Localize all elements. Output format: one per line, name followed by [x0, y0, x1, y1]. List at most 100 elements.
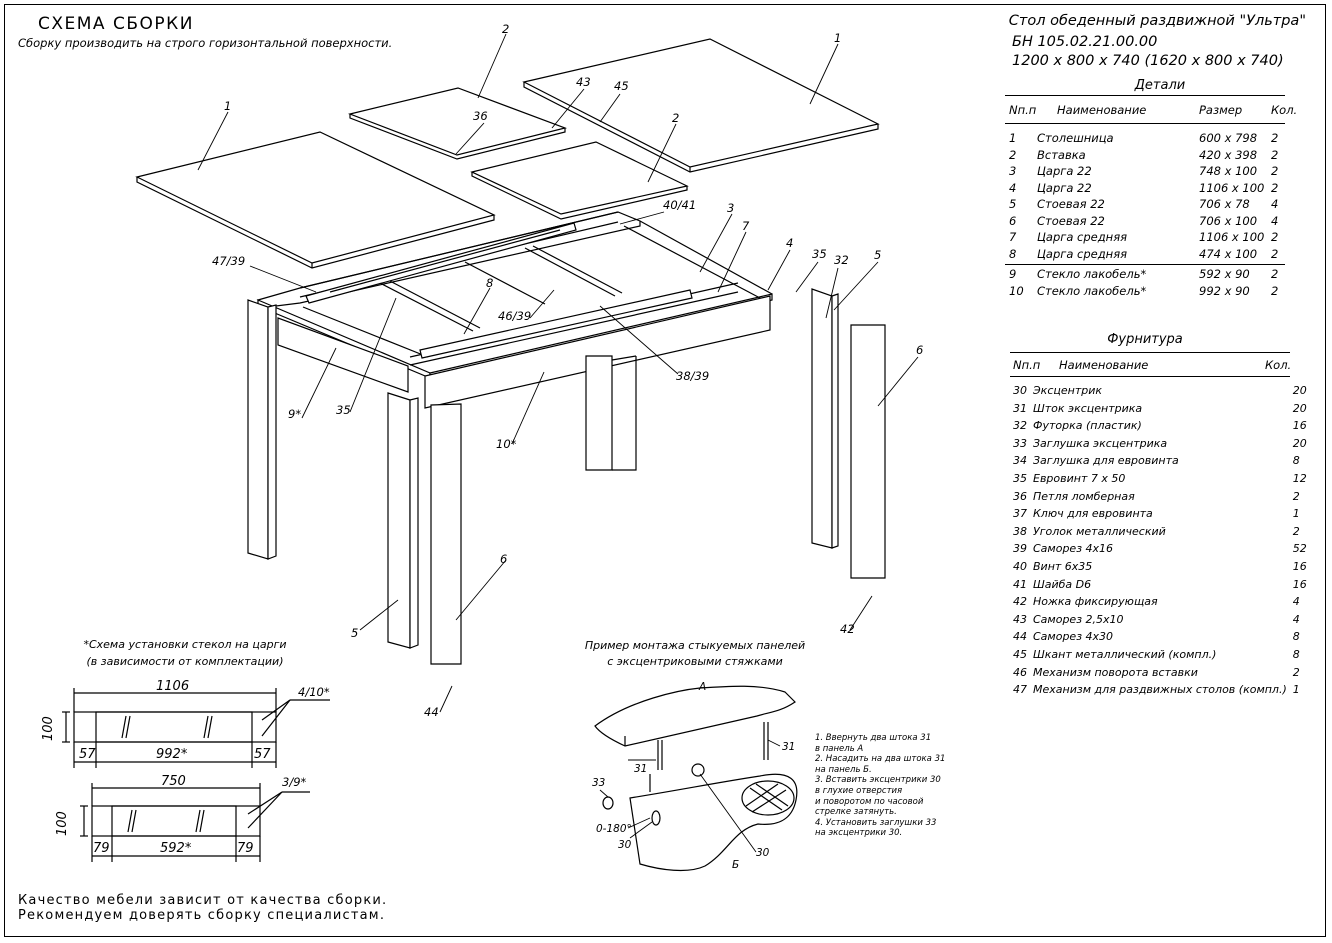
parts-row-cell: Вставка: [1037, 147, 1086, 162]
leg-back-right: [585, 355, 637, 471]
parts-row-cell: 1106 х 100: [1199, 230, 1265, 244]
callout-35-right: 35: [812, 247, 827, 261]
parts-row-cell: Царга средняя: [1037, 246, 1128, 261]
glass-row-cell: Стекло лакобель*: [1037, 267, 1147, 281]
scheme-subtitle: Сборку производить на строго горизонталь…: [18, 36, 393, 50]
callout-45: 45: [614, 79, 629, 93]
panel-b-label: Б: [732, 859, 739, 871]
hardware-row-cell: Механизм поворота вставки: [1033, 665, 1198, 679]
hardware-row-cell: 2: [1292, 665, 1300, 679]
parts-row-cell: 2: [1271, 180, 1279, 195]
hardware-rule-header: [1010, 376, 1290, 377]
callout-2-lower: 2: [672, 111, 679, 125]
parts-col-qty: Кол.: [1271, 103, 1298, 117]
parts-rule-header: [1005, 123, 1285, 124]
callout-40-41: 40/41: [663, 198, 696, 212]
hardware-row-cell: Эксцентрик: [1033, 384, 1103, 397]
parts-row-cell: Столешница: [1037, 131, 1114, 145]
hardware-row-cell: 32: [1013, 419, 1027, 433]
leg-front-5: [387, 392, 419, 649]
glass-scheme-title-2: (в зависимости от комплектации): [86, 655, 284, 668]
callout-47-39: 47/39: [212, 254, 245, 268]
parts-row-cell: Стоевая 22: [1037, 213, 1105, 228]
hardware-row-cell: 40: [1013, 559, 1027, 573]
parts-row-cell: 474 х 100: [1199, 246, 1258, 261]
parts-row-cell: Царга 22: [1037, 180, 1092, 195]
callout-4: 4: [786, 236, 793, 250]
hardware-row-cell: Саморез 4х30: [1033, 630, 1114, 644]
parts-col-name: Наименование: [1057, 103, 1147, 117]
parts-col-num: Nп.п: [1009, 103, 1037, 117]
hardware-row-cell: Винт 6х35: [1033, 559, 1093, 573]
hardware-row-cell: 52: [1292, 542, 1307, 556]
callout-6-right: 6: [916, 343, 923, 357]
hardware-row-cell: 1: [1292, 683, 1300, 697]
hardware-row-cell: Петля ломберная: [1033, 489, 1135, 503]
hardware-row-cell: Саморез 4х16: [1033, 542, 1114, 556]
leg-right-5: [811, 288, 839, 549]
dim-top-right: 57: [254, 747, 271, 762]
dim-bottom-middle: 592*: [160, 841, 192, 856]
dim-top-left: 57: [79, 747, 96, 762]
hardware-header: Nп.п Наименование Кол.: [1010, 357, 1294, 374]
callout-2-upper: 2: [502, 22, 509, 36]
leg-front-6: [430, 403, 462, 665]
callout-42: 42: [840, 622, 855, 636]
hardware-row-cell: Уголок металлический: [1033, 524, 1166, 538]
glass-panel-bottom: [80, 783, 310, 862]
hardware-row-cell: Ножка фиксирующая: [1033, 595, 1158, 609]
dim-bottom-right: 79: [237, 841, 254, 856]
callout-5-right: 5: [874, 248, 881, 262]
parts-row-cell: 1106 х 100: [1199, 180, 1265, 195]
callout-46-39: 46/39: [498, 309, 531, 323]
dim-top-overall: 1106: [156, 679, 189, 694]
hardware-row-cell: Шкант металлический (компл.): [1033, 647, 1217, 661]
parts-row-cell: 6: [1009, 213, 1017, 228]
callout-35-left: 35: [336, 403, 351, 417]
parts-title: Детали: [1134, 78, 1186, 93]
parts-row-cell: 706 х 78: [1199, 197, 1250, 211]
callout-1-left: 1: [224, 99, 231, 113]
footer-line-2: Рекомендуем доверять сборку специалистам…: [18, 908, 386, 923]
hardware-row-cell: 45: [1013, 647, 1027, 661]
product-name: Стол обеденный раздвижной "Ультра": [1008, 13, 1306, 29]
callout-5-front: 5: [351, 626, 358, 640]
drawing-frame: [4, 4, 1326, 937]
parts-row-cell: Царга средняя: [1037, 230, 1128, 244]
example-panel-b: [629, 773, 798, 872]
glass-row-cell: 9: [1009, 267, 1017, 281]
parts-row-cell: 5: [1009, 197, 1017, 211]
hardware-row-cell: 47: [1013, 683, 1027, 697]
hardware-col-name: Наименование: [1059, 358, 1149, 372]
hardware-row-cell: 16: [1292, 577, 1307, 591]
callout-10: 10*: [496, 437, 517, 451]
hardware-row-cell: 31: [1013, 401, 1027, 415]
dim-bottom-left: 79: [93, 841, 110, 856]
hardware-col-num: Nп.п: [1013, 358, 1041, 372]
dim-top-height: 100: [41, 716, 56, 741]
glass-row-cell: Стекло лакобель*: [1037, 283, 1147, 298]
hardware-rule-top: [1010, 352, 1290, 353]
hardware-row-cell: 42: [1013, 595, 1027, 609]
hardware-row-cell: 20: [1292, 436, 1307, 450]
angle-label: 0-180°: [596, 823, 632, 835]
tabletop-right: [522, 38, 880, 173]
callout-labels: 1 1 2 2 36 43 45 40/41 3 7 4 35 32 5 6 4…: [212, 22, 923, 719]
callout-43: 43: [576, 75, 591, 89]
hardware-row-cell: 30: [1013, 384, 1027, 397]
hardware-row-cell: 12: [1292, 471, 1307, 485]
hardware-row-cell: Заглушка эксцентрика: [1033, 436, 1168, 450]
